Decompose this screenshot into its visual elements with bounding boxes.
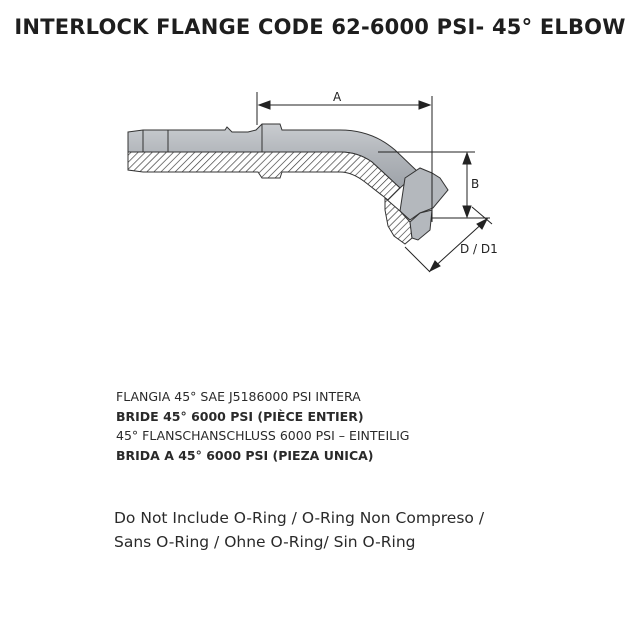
note-line-1: Do Not Include O-Ring / O-Ring Non Compr… xyxy=(114,509,485,527)
dimension-label-b: B xyxy=(471,177,480,191)
description-line-es: BRIDA A 45° 6000 PSI (PIEZA UNICA) xyxy=(116,447,374,463)
o-ring-note: Do Not Include O-Ring / O-Ring Non Compr… xyxy=(114,506,484,554)
description-block: FLANGIA 45° SAE J5186000 PSI INTERA BRID… xyxy=(116,387,409,465)
page-title: INTERLOCK FLANGE CODE 62-6000 PSI- 45° E… xyxy=(14,15,626,39)
dimension-label-a: A xyxy=(333,90,342,104)
note-line-2: Sans O-Ring / Ohne O-Ring/ Sin O-Ring xyxy=(114,533,416,551)
description-line-it: FLANGIA 45° SAE J5186000 PSI INTERA xyxy=(116,389,361,404)
description-line-fr: BRIDE 45° 6000 PSI (PIÈCE ENTIER) xyxy=(116,408,364,424)
description-line-de: 45° FLANSCHANSCHLUSS 6000 PSI – EINTEILI… xyxy=(116,428,410,443)
dimension-label-d: D / D1 xyxy=(460,242,498,256)
fitting-body xyxy=(127,123,449,245)
dimension-lines xyxy=(256,92,493,273)
